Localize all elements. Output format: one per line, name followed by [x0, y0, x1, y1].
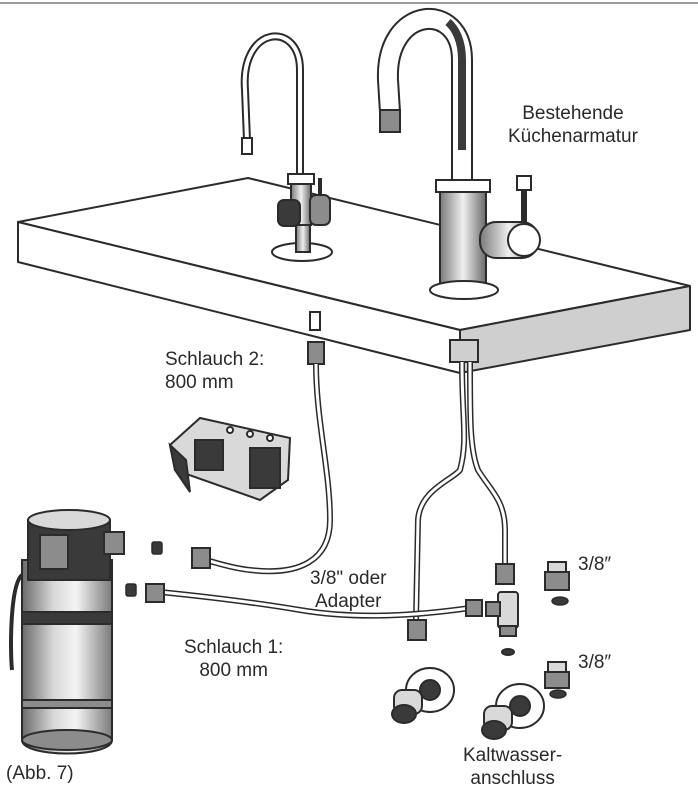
label-hose-1: Schlauch 1: 800 mm: [184, 636, 283, 682]
countertop: [17, 177, 691, 374]
label-cold-water-line2: anschluss: [470, 768, 555, 789]
angle-valve-1: [391, 667, 455, 724]
faucet-supply-lines: [407, 339, 515, 641]
label-fitting-top: 3/8″: [578, 554, 612, 575]
label-cold-water-line1: Kaltwasser-: [463, 745, 563, 766]
label-existing-faucet: Bestehende Küchenarmatur: [508, 102, 638, 148]
filter-cartridge: [9, 509, 125, 755]
hose-2: [191, 363, 334, 575]
label-hose-2-line2: 800 mm: [165, 372, 234, 393]
existing-kitchen-faucet: [376, 8, 541, 300]
label-hose-1-line2: 800 mm: [199, 660, 268, 681]
label-existing-faucet-line2: Küchenarmatur: [508, 126, 638, 147]
label-adapter: 3/8" oder Adapter: [310, 567, 386, 613]
label-cold-water: Kaltwasser- anschluss: [463, 744, 562, 790]
top-rule: [0, 2, 698, 4]
angle-valve-2: [481, 683, 545, 740]
hose-1: [145, 583, 483, 619]
filter-faucet: [240, 32, 333, 262]
seals: [125, 541, 569, 699]
figure-reference: (Abb. 7): [6, 763, 74, 784]
fitting-3-8-top: [544, 561, 570, 591]
mounting-bracket: [168, 416, 292, 502]
label-adapter-line1: 3/8" oder: [310, 568, 387, 589]
label-hose-2-line1: Schlauch 2:: [165, 349, 265, 370]
fitting-3-8-bottom: [544, 661, 570, 689]
t-adapter: [485, 591, 519, 656]
label-existing-faucet-line1: Bestehende: [522, 103, 624, 124]
label-hose-2: Schlauch 2: 800 mm: [165, 348, 264, 394]
label-adapter-line2: Adapter: [314, 591, 382, 612]
label-hose-1-line1: Schlauch 1:: [184, 637, 284, 658]
label-fitting-bottom: 3/8″: [578, 652, 612, 673]
